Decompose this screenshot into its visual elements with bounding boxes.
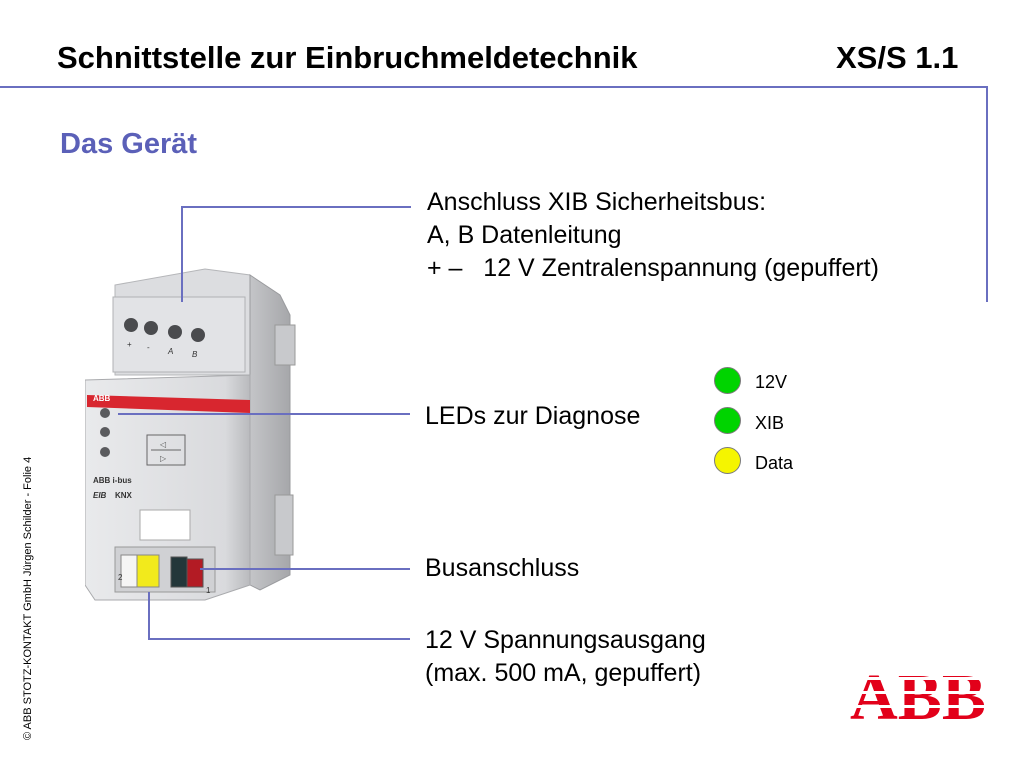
dark-terminal (170, 556, 188, 588)
callout-line-xib-vertical (181, 206, 183, 302)
abb-logo: ABB (850, 664, 986, 722)
frame-right-rule (986, 86, 988, 302)
terminal-screw (191, 328, 205, 342)
eib-label: EIB (93, 491, 107, 500)
xib-polarity: + – (427, 254, 463, 282)
rail-clip (274, 324, 296, 366)
callout-line-output-horizontal (148, 638, 410, 640)
output-label: 12 V Spannungsausgang (max. 500 mA, gepu… (425, 624, 706, 690)
terminal-label-a: A (167, 347, 173, 356)
callout-line-bus (200, 568, 410, 570)
white-terminal (120, 554, 138, 588)
terminal-label-plus: + (127, 340, 132, 349)
slide-title: Schnittstelle zur Einbruchmeldetechnik (57, 40, 638, 75)
rail-clip-lower (274, 494, 294, 556)
terminal-screw (168, 325, 182, 339)
terminal-screw (124, 318, 138, 332)
led-data-label: Data (755, 453, 794, 473)
schematic-symbol (146, 434, 186, 466)
led-data-indicator (714, 447, 741, 474)
xib-connection-label: Anschluss XIB Sicherheitsbus: A, B Daten… (427, 186, 879, 285)
output-line-2: (max. 500 mA, gepuffert) (425, 659, 702, 687)
output-line-1: 12 V Spannungsausgang (425, 626, 706, 654)
connector-number-2: 2 (118, 573, 123, 582)
bus-label: Busanschluss (425, 554, 580, 582)
svg-text:▷: ▷ (160, 454, 167, 463)
led-xib-label: XIB (755, 413, 785, 433)
brand-strip (87, 395, 250, 413)
section-subtitle: Das Gerät (60, 128, 198, 160)
yellow-terminal (136, 554, 160, 588)
product-code: XS/S 1.1 (836, 40, 959, 75)
svg-text:◁: ◁ (159, 440, 166, 449)
callout-line-xib-horizontal (181, 206, 411, 208)
copyright-note: © ABB STOTZ-KONTAKT GmbH Jürgen Schilder… (0, 0, 40, 768)
device-brand: ABB (93, 394, 111, 403)
xib-line-2: A, B Datenleitung (427, 221, 622, 249)
device-led (100, 427, 110, 437)
terminal-label-b: B (192, 350, 198, 359)
xib-supply-text: 12 V Zentralenspannung (gepuffert) (483, 254, 879, 282)
red-terminal (186, 558, 204, 588)
copyright-text: © ABB STOTZ-KONTAKT GmbH Jürgen Schilder… (22, 456, 34, 740)
led-xib-indicator (714, 407, 741, 434)
bus-brand-label: ABB i-bus (93, 476, 132, 485)
label-field (139, 509, 191, 541)
xib-line-3: + – 12 V Zentralenspannung (gepuffert) (427, 252, 879, 285)
header-rule (0, 86, 988, 88)
xib-line-1: Anschluss XIB Sicherheitsbus: (427, 188, 767, 216)
led-12v-indicator (714, 367, 741, 394)
callout-line-output-vertical (148, 592, 150, 640)
led-12v-label: 12V (755, 372, 788, 392)
leds-label: LEDs zur Diagnose (425, 402, 641, 430)
terminal-screw (144, 321, 158, 335)
device-illustration: + - A B ABB ◁ ▷ ABB i-bus EIB KNX 2 1 (85, 268, 296, 601)
terminal-screws (124, 318, 205, 342)
knx-label: KNX (115, 491, 133, 500)
device-led (100, 408, 110, 418)
device-front (85, 374, 251, 601)
connector-number-1: 1 (206, 586, 211, 595)
callout-line-leds (118, 413, 410, 415)
terminal-label-minus: - (147, 343, 150, 352)
device-led (100, 447, 110, 457)
